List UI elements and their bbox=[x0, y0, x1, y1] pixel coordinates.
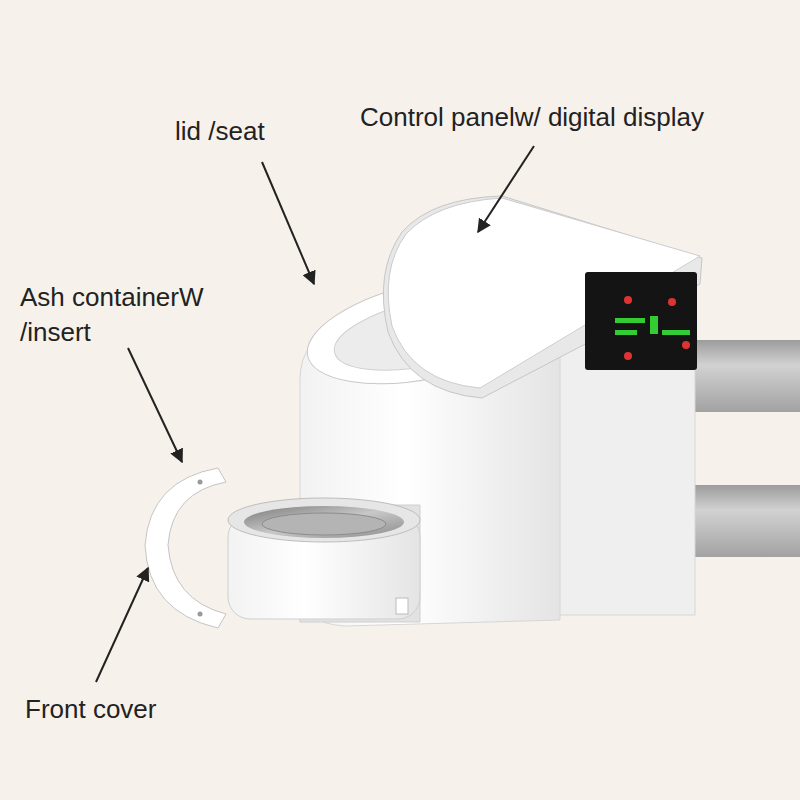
container-tab bbox=[396, 598, 408, 614]
display-segment bbox=[662, 330, 690, 335]
lid bbox=[388, 198, 700, 388]
screw-hole bbox=[198, 612, 203, 617]
part-label: Ash containerW /insert bbox=[20, 280, 245, 350]
leader-arrow bbox=[262, 162, 314, 284]
display-segment bbox=[615, 318, 645, 323]
screw-hole bbox=[198, 480, 203, 485]
part-label: lid /seat bbox=[175, 114, 265, 149]
part-label: Front cover bbox=[25, 692, 157, 727]
display-segment bbox=[650, 316, 658, 334]
insert bbox=[244, 506, 404, 538]
front-cover bbox=[145, 468, 226, 628]
leader-arrow bbox=[96, 568, 148, 682]
button bbox=[668, 298, 676, 306]
leader-arrow bbox=[128, 348, 182, 462]
lid-edge bbox=[383, 196, 702, 398]
container-rim bbox=[228, 498, 420, 542]
leader-arrow bbox=[478, 146, 534, 232]
insert-inner bbox=[262, 513, 386, 535]
display-segment bbox=[615, 330, 637, 335]
button bbox=[682, 341, 690, 349]
part-label: Control panelw/ digital display bbox=[360, 100, 704, 135]
control-panel bbox=[585, 272, 697, 370]
button bbox=[624, 352, 632, 360]
button bbox=[624, 296, 632, 304]
